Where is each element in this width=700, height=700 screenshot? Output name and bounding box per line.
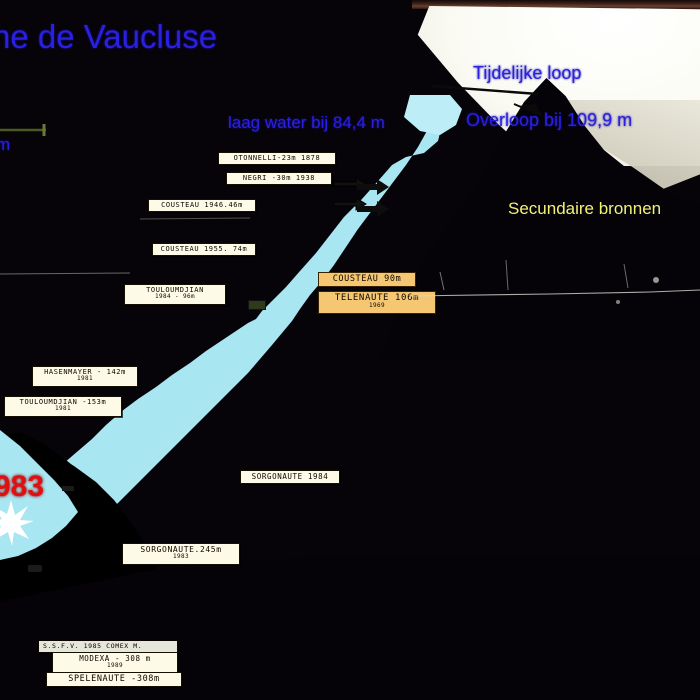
label-sorgonaute-1984-text: SORGONAUTE 1984 [251, 472, 329, 481]
label-negri: NEGRI -30m 1938 [226, 172, 332, 186]
label-cousteau-1955-text: COUSTEAU 1955. 74m [160, 245, 248, 253]
label-ssfv-text: S.S.F.V. 1985 COMEX M. [43, 642, 143, 650]
low-water-annotation: laag water bij 84,4 m [228, 113, 385, 132]
label-modexa-year: 1989 [106, 661, 124, 669]
label-touloumdjian-1981: TOULOUMDJIAN -153m 1981 [4, 396, 122, 417]
label-hasenmayer-year: 1981 [76, 375, 94, 383]
left-scale-arrow [0, 124, 46, 136]
label-cousteau-90: COUSTEAU 90m [318, 272, 416, 287]
label-sorgonaute-1983-year: 1983 [172, 553, 190, 561]
label-touloumdjian-1984-year: 1984 - 96m [154, 293, 196, 301]
overflow-annotation: Overloop bij 109,9 m [466, 110, 633, 130]
label-otonnelli: OTONNELLI-23m 1878 [218, 152, 336, 166]
label-telenaute-106: TELENAUTE 106m 1969 [318, 291, 436, 314]
label-touloumdjian-1981-year: 1981 [54, 405, 72, 413]
label-spelenaute-text: SPELENAUTE -308m [68, 674, 160, 684]
depth-marker-icon [248, 300, 266, 310]
rock-ledge-streaks [410, 259, 700, 304]
label-telenaute-106-year: 1969 [368, 302, 386, 310]
label-telenaute-106-text: TELENAUTE 106m [334, 293, 420, 303]
left-ledge-streak [0, 272, 131, 275]
secondary-springs-annotation: Secundaire bronnen [508, 199, 662, 218]
label-cousteau-1946-text: COUSTEAU 1946.46m [161, 201, 243, 209]
temporary-loop-arrow [431, 84, 542, 116]
label-cousteau-1946: COUSTEAU 1946.46m [148, 199, 256, 213]
left-depth-fragment: m [0, 135, 11, 154]
label-sorgonaute-1984: SORGONAUTE 1984 [240, 470, 340, 484]
label-sorgonaute-1983-text: SORGONAUTE.245m [140, 545, 222, 554]
label-cousteau-1955: COUSTEAU 1955. 74m [152, 243, 256, 257]
depth-marker-icon-2 [62, 486, 74, 491]
label-negri-text: NEGRI -30m 1938 [242, 174, 316, 182]
page-title: ne de Vaucluse [0, 18, 218, 55]
label-otonnelli-text: OTONNELLI-23m 1878 [233, 154, 321, 162]
temporary-loop-annotation: Tijdelijke loop [473, 63, 582, 83]
red-year-annotation: 983 [0, 470, 45, 503]
scan-top-edge [412, 0, 700, 9]
label-modexa-text: MODEXA - 308 m [79, 654, 151, 663]
label-ssfv: S.S.F.V. 1985 COMEX M. [38, 640, 178, 653]
label-touloumdjian-1984-text: TOULOUMDJIAN [146, 286, 204, 294]
label-hasenmayer-text: HASENMAYER - 142m [44, 368, 126, 376]
label-touloumdjian-1984: TOULOUMDJIAN 1984 - 96m [124, 284, 226, 305]
label-spelenaute: SPELENAUTE -308m [46, 672, 182, 687]
mid-ledge-streak [140, 217, 251, 220]
label-cousteau-90-text: COUSTEAU 90m [332, 274, 402, 284]
label-sorgonaute-1983: SORGONAUTE.245m 1983 [122, 543, 240, 565]
label-touloumdjian-1981-text: TOULOUMDJIAN -153m [19, 398, 107, 406]
label-hasenmayer: HASENMAYER - 142m 1981 [32, 366, 138, 387]
spring-arrow-glyphs [357, 179, 389, 217]
label-modexa: MODEXA - 308 m 1989 [52, 652, 178, 674]
flash-starburst-icon [0, 500, 34, 546]
depth-marker-icon-3 [28, 565, 42, 572]
